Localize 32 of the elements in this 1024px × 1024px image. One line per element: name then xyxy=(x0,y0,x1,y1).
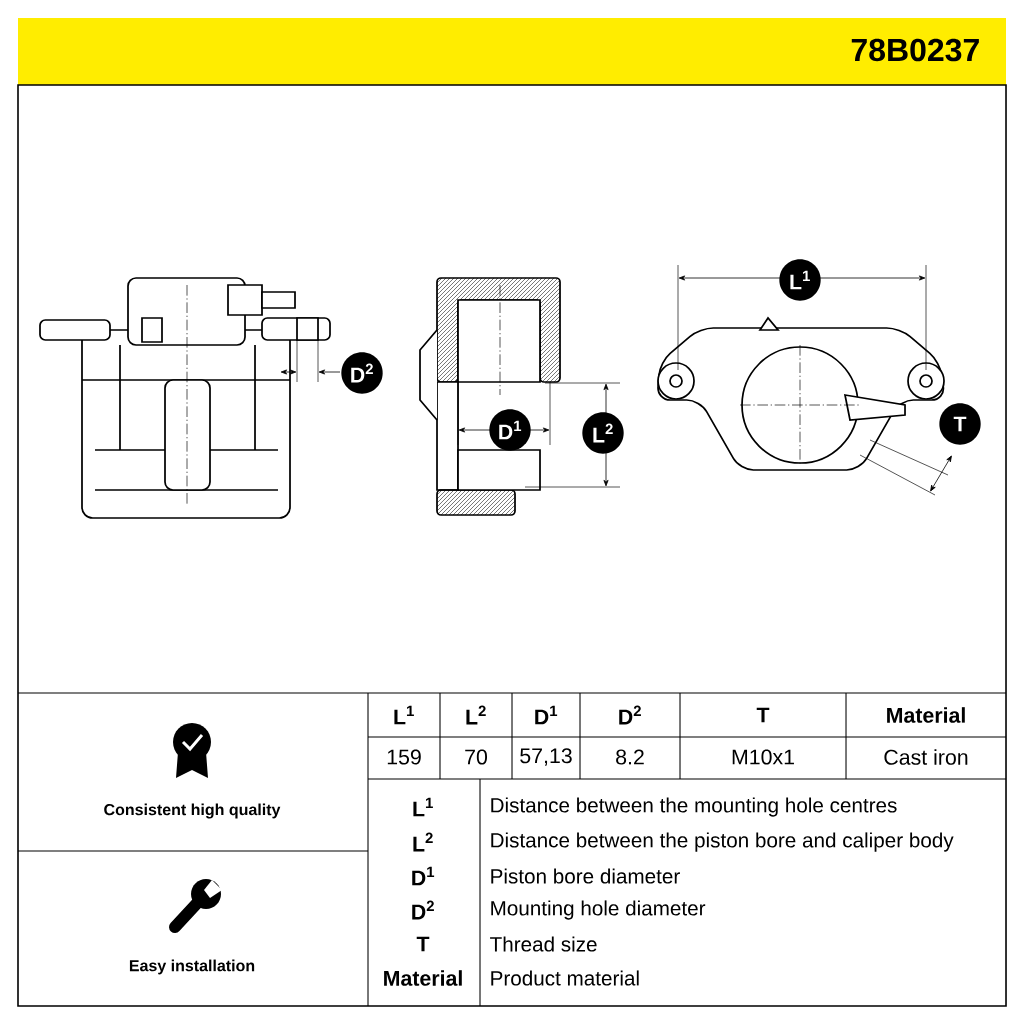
column-heading: Material xyxy=(887,707,965,723)
table-value: 57,13 xyxy=(520,748,572,766)
dimension-badge: D$^{1}$ xyxy=(489,409,531,451)
definition: Distance between the piston bore and caliper body xyxy=(491,832,954,852)
part-number: 78B0237 xyxy=(851,38,979,62)
column-heading: D$^{2}$ xyxy=(619,705,641,725)
column-heading: D$^{1}$ xyxy=(535,705,558,725)
dimension-badge: T xyxy=(939,403,981,445)
definition: Mounting hole diameter xyxy=(491,900,706,920)
definition: Thread size xyxy=(490,936,597,952)
definition: Distance between the mounting hole centres xyxy=(491,797,897,817)
term: T xyxy=(416,936,430,952)
feature-caption: Consistent high quality xyxy=(104,803,281,819)
feature-caption: Easy installation xyxy=(129,959,255,975)
dimension-badge: D$^{2}$ xyxy=(341,352,383,394)
term: Material xyxy=(384,970,462,986)
dimension-badge: L$^{1}$ xyxy=(779,259,821,301)
term: D$^{1}$ xyxy=(412,866,435,886)
term: L$^{2}$ xyxy=(413,832,433,852)
table-value: 8.2 xyxy=(616,749,644,765)
table-value: M10x1 xyxy=(732,749,794,765)
table-value: 70 xyxy=(465,749,487,765)
table-value: 159 xyxy=(387,749,421,765)
definition: Product material xyxy=(491,970,639,986)
column-heading: L$^{2}$ xyxy=(466,705,486,725)
term: D$^{2}$ xyxy=(412,900,434,920)
definition: Piston bore diameter xyxy=(491,868,680,884)
table-value: Cast iron xyxy=(884,749,968,765)
column-heading: L$^{1}$ xyxy=(394,705,414,725)
column-heading: T xyxy=(756,707,770,723)
dimension-badge: L$^{2}$ xyxy=(582,412,624,454)
term: L$^{1}$ xyxy=(413,797,433,817)
